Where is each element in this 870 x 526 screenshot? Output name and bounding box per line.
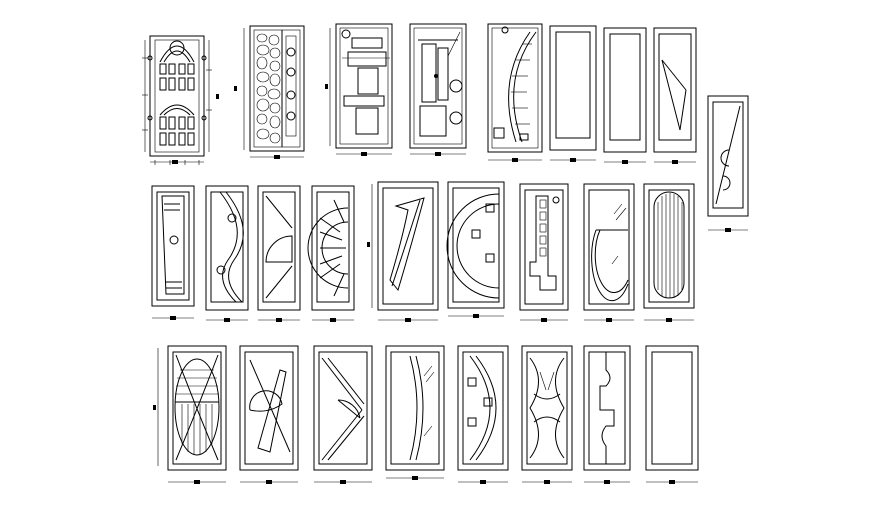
sunburst-door xyxy=(307,185,355,322)
striped-oval-door xyxy=(153,345,227,484)
curved-glass-door xyxy=(385,345,445,480)
detailed-section-door-1 xyxy=(325,23,393,156)
stone-panel-door xyxy=(234,25,305,159)
stepped-ladder-door xyxy=(519,183,569,322)
triangle-arc-door xyxy=(313,345,373,484)
half-sun-door xyxy=(257,185,301,322)
plain-panel-door-a xyxy=(549,25,597,162)
plain-panel-door-c xyxy=(645,345,699,484)
s-curve-door xyxy=(205,185,249,322)
curved-blade-door xyxy=(367,181,439,322)
detailed-section-door-2 xyxy=(409,23,467,156)
step-wave-door xyxy=(583,345,631,484)
wave-circle-door xyxy=(707,95,749,232)
arched-segment-door xyxy=(487,23,543,162)
crossed-blade-door xyxy=(239,345,299,484)
slanted-panel-door xyxy=(151,185,195,320)
petal-cross-door xyxy=(521,345,573,484)
arc-squares-door xyxy=(446,181,505,318)
ornate-carved-door xyxy=(142,35,219,165)
diagonal-line-door xyxy=(653,27,697,164)
glass-arc-door xyxy=(583,183,635,322)
arc-squares-door-2 xyxy=(457,345,509,484)
vertical-oval-door xyxy=(643,183,695,322)
plain-panel-door-b xyxy=(603,27,647,164)
